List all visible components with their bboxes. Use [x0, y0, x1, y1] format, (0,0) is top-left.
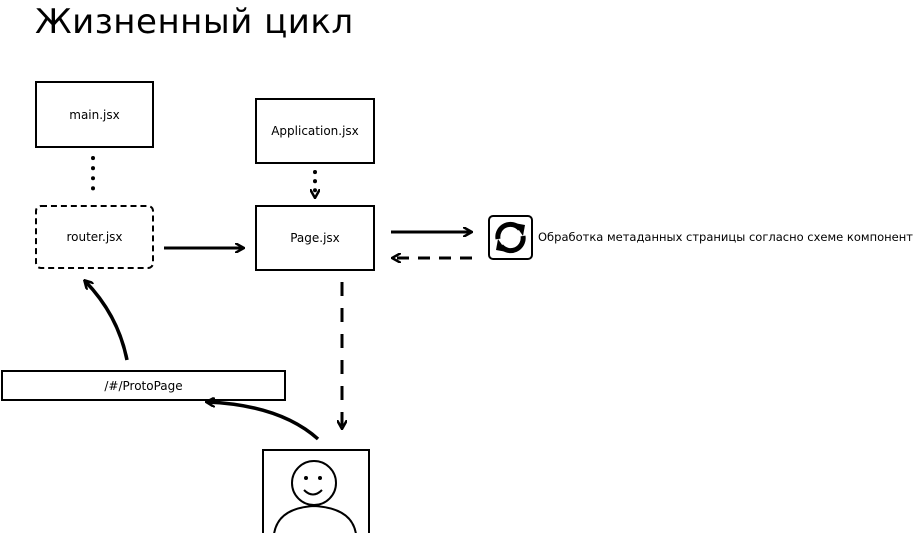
- main-jsx-label: main.jsx: [69, 107, 120, 122]
- url-label: /#/ProtoPage: [104, 378, 183, 393]
- application-jsx-box: Application.jsx: [255, 98, 375, 164]
- application-jsx-label: Application.jsx: [271, 124, 359, 138]
- url-router-arrow: [85, 281, 129, 361]
- refresh-icon: [488, 215, 533, 260]
- user-url-arrow: [207, 402, 320, 441]
- router-jsx-label: router.jsx: [66, 230, 123, 244]
- page-jsx-label: Page.jsx: [290, 231, 340, 245]
- metadata-label: Обработка метаданных страницы согласно с…: [538, 230, 913, 244]
- url-box: /#/ProtoPage: [1, 370, 286, 401]
- main-jsx-box: main.jsx: [35, 81, 154, 148]
- user-face-icon: [273, 460, 357, 533]
- page-jsx-box: Page.jsx: [255, 205, 375, 271]
- user-frame: [262, 449, 370, 533]
- router-jsx-box: router.jsx: [35, 205, 154, 269]
- page-title: Жизненный цикл: [35, 2, 354, 42]
